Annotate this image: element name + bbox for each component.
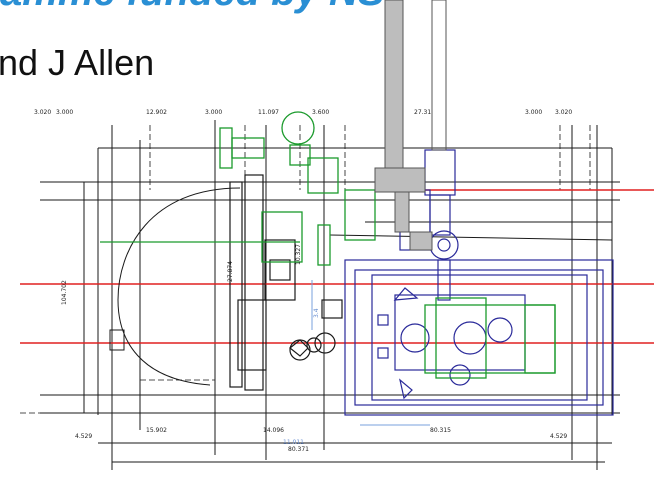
gantry bbox=[374, 0, 447, 251]
dome-outline bbox=[109, 187, 241, 386]
dimension-lines bbox=[40, 120, 620, 470]
dim-top-2: 3.000 bbox=[56, 109, 73, 116]
dim-top-4: 3.000 bbox=[205, 109, 222, 116]
dim-bottom-4: 80.315 bbox=[430, 427, 451, 434]
dim-bottom-3: 14.096 bbox=[263, 427, 284, 434]
author-name: nd J Allen bbox=[0, 42, 155, 83]
green-components bbox=[100, 111, 556, 379]
dimension-labels: 3.020 3.000 12.902 3.000 11.097 3.600 27… bbox=[34, 109, 572, 453]
dim-top-6: 3.600 bbox=[312, 109, 329, 116]
door-assembly bbox=[229, 174, 343, 391]
axis-lines bbox=[20, 189, 654, 344]
dim-top-3: 12.902 bbox=[146, 109, 167, 116]
dim-top-7: 27.31 bbox=[414, 109, 431, 116]
dim-overall-label: 11.011 bbox=[283, 439, 304, 446]
dim-top-5: 11.097 bbox=[258, 109, 279, 116]
slide-title: amme funded by NSF bbox=[0, 0, 400, 16]
dim-top-1: 3.020 bbox=[34, 109, 51, 116]
dim-bottom-5: 4.529 bbox=[550, 433, 567, 440]
dim-overall-width: 80.371 bbox=[288, 446, 309, 453]
slide-title-text: amme funded by NSF bbox=[0, 0, 400, 15]
chamber-structure bbox=[344, 149, 614, 416]
dim-center-3: 3.4 bbox=[313, 308, 320, 318]
dim-center-2: 10.327 bbox=[295, 244, 302, 265]
dim-bottom-2: 15.902 bbox=[146, 427, 167, 434]
dim-bottom-1: 4.529 bbox=[75, 433, 92, 440]
dim-top-8: 3.000 bbox=[525, 109, 542, 116]
blue-dimension-lines bbox=[311, 280, 430, 426]
dim-top-9: 3.020 bbox=[555, 109, 572, 116]
dim-left-height: 104.702 bbox=[61, 280, 68, 305]
dim-center-1: 27.874 bbox=[227, 261, 234, 282]
